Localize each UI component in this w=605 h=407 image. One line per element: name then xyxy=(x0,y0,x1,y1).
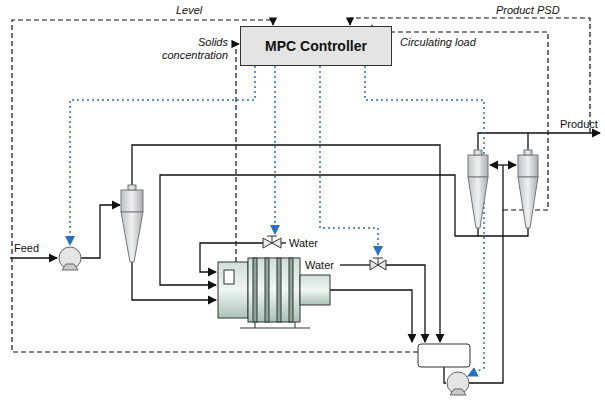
measurement-lines xyxy=(12,18,590,352)
controller-label: MPC Controller xyxy=(265,38,367,54)
pump xyxy=(59,247,81,270)
signal-label: Solids concentration xyxy=(150,36,228,62)
cyclone xyxy=(121,185,143,262)
signal-label: Level xyxy=(176,4,202,17)
controller-box: MPC Controller xyxy=(240,26,392,66)
control-signals xyxy=(70,66,484,376)
pump xyxy=(447,372,469,395)
process-pipes xyxy=(10,133,600,383)
sump xyxy=(418,344,470,367)
signal-label: Feed xyxy=(14,242,39,255)
signal-label: Water xyxy=(288,237,319,250)
cyclone-cluster xyxy=(468,150,538,228)
signal-label: Product PSD xyxy=(496,4,560,17)
signal-label: Circulating load xyxy=(400,36,476,49)
signal-label: Product xyxy=(560,118,598,131)
signal-label: Water xyxy=(304,259,335,272)
